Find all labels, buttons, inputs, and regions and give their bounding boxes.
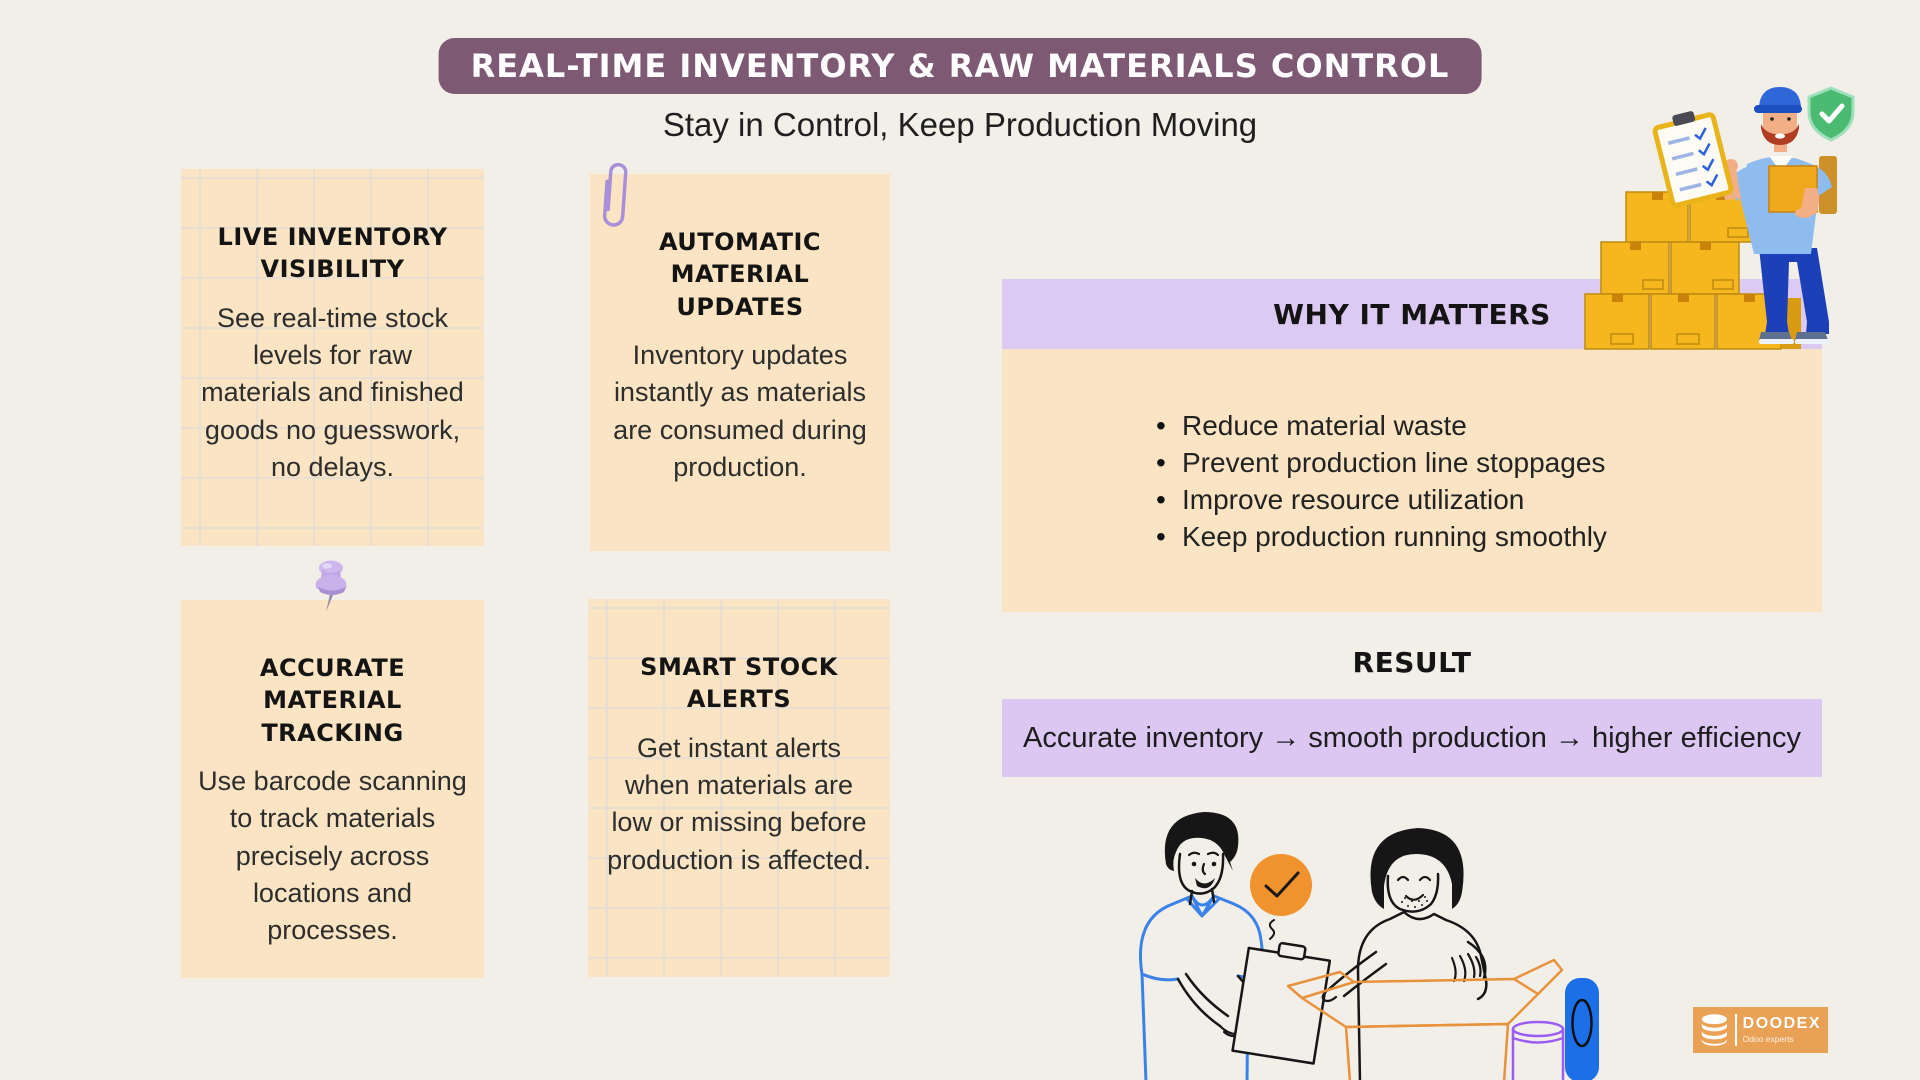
warehouse-worker-illustration: [1584, 86, 1855, 350]
warehouse-team-illustration: [1138, 812, 1599, 1080]
why-it-matters-list: Reduce material waste Prevent production…: [1152, 407, 1822, 555]
man-figure: [1138, 812, 1267, 1080]
clipboard-icon: [1231, 941, 1332, 1065]
note-title: SMART STOCK ALERTS: [640, 653, 838, 714]
note-body: Use barcode scanning to track materials …: [198, 766, 467, 946]
note-automatic-material-updates: AUTOMATIC MATERIAL UPDATES Inventory upd…: [590, 174, 890, 551]
doodex-logo: DOODEX Odoo experts: [1693, 1007, 1828, 1053]
page-subtitle: Stay in Control, Keep Production Moving: [662, 106, 1258, 143]
worker-figure: [1721, 87, 1837, 344]
note-accurate-material-tracking: ACCURATE MATERIAL TRACKING Use barcode s…: [181, 600, 484, 978]
result-text: Accurate inventory → smooth production →…: [1022, 721, 1801, 754]
cylinder: [1511, 1020, 1565, 1080]
note-title: AUTOMATIC MATERIAL UPDATES: [658, 228, 822, 321]
note-body: Inventory updates instantly as materials…: [613, 340, 867, 482]
woman-figure: [1321, 828, 1488, 1080]
note-live-inventory-visibility: LIVE INVENTORY VISIBILITY See real-time …: [181, 169, 484, 546]
page-title: REAL-TIME INVENTORY & RAW MATERIALS CONT…: [438, 38, 1482, 94]
list-item: Keep production running smoothly: [1152, 518, 1822, 555]
note-title: LIVE INVENTORY VISIBILITY: [217, 223, 448, 284]
checkmark-circle-icon: [1250, 854, 1312, 940]
logo-name: DOODEX: [1742, 1015, 1821, 1033]
list-item: Reduce material waste: [1152, 407, 1822, 444]
note-body: See real-time stock levels for raw mater…: [201, 302, 464, 482]
list-item: Prevent production line stoppages: [1152, 444, 1822, 481]
database-icon: [1701, 1014, 1727, 1046]
shield-check-icon: [1807, 86, 1855, 142]
logo-tagline: Odoo experts: [1742, 1034, 1794, 1045]
note-body: Get instant alerts when materials are lo…: [607, 732, 871, 875]
open-box: [1286, 958, 1564, 1080]
paperclip-icon: [602, 162, 628, 227]
list-item: Improve resource utilization: [1152, 481, 1822, 518]
logo-divider: [1734, 1014, 1737, 1046]
result-title: RESULT: [1352, 646, 1472, 679]
blue-roll: [1565, 978, 1599, 1080]
clipboard-icon: [1652, 111, 1734, 208]
why-it-matters-title: WHY IT MATTERS: [1273, 297, 1551, 331]
pushpin-icon: [315, 560, 347, 612]
note-title: ACCURATE MATERIAL TRACKING: [259, 654, 406, 747]
why-it-matters-body: Reduce material waste Prevent production…: [1002, 349, 1822, 612]
note-smart-stock-alerts: SMART STOCK ALERTS Get instant alerts wh…: [588, 599, 890, 977]
result-bar: Accurate inventory → smooth production →…: [1002, 699, 1822, 777]
